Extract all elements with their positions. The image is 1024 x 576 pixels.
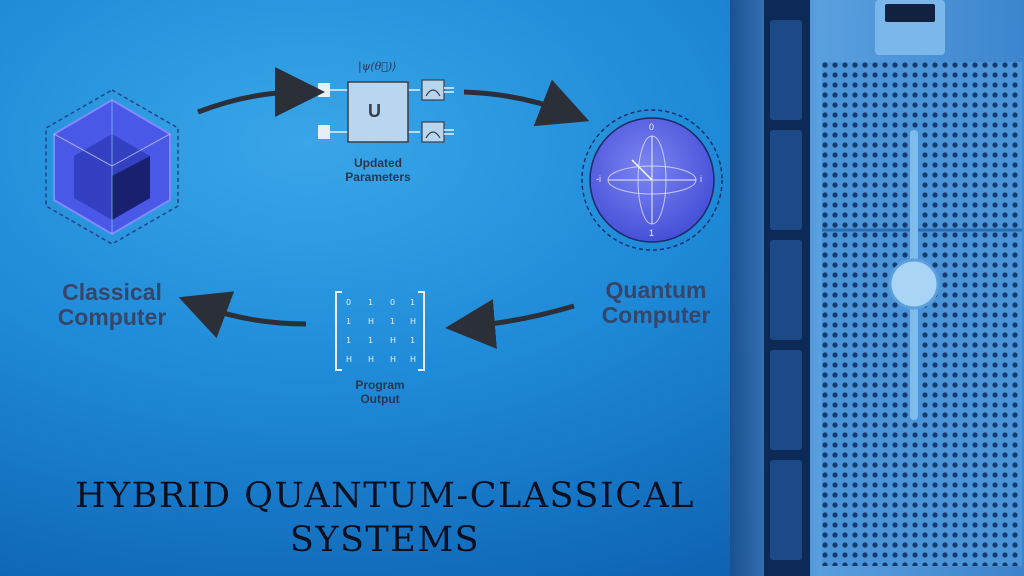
svg-text:H: H <box>410 355 416 364</box>
updated-parameters-label: Updated Parameters <box>318 156 438 184</box>
svg-text:1: 1 <box>368 298 373 307</box>
arrow-circuit-to-quantum <box>463 79 590 127</box>
svg-text:H: H <box>390 355 396 364</box>
svg-text:1: 1 <box>410 298 415 307</box>
quantum-computer-icon <box>581 109 723 251</box>
classical-computer-label: Classical Computer <box>22 280 202 330</box>
svg-text:H: H <box>390 336 396 345</box>
svg-text:H: H <box>410 317 416 326</box>
svg-text:1: 1 <box>410 336 415 345</box>
svg-text:1: 1 <box>390 317 395 326</box>
circuit-state-label: |ψ(θ⃗)⟩ <box>358 60 397 73</box>
arrow-classical-to-circuit <box>197 67 325 118</box>
program-output-label-line2: Output <box>360 392 400 406</box>
program-output-label-line1: Program <box>355 378 405 392</box>
quantum-computer-label-line1: Quantum <box>605 277 707 303</box>
unitary-gate-label: U <box>368 101 381 121</box>
bloch-label-left: -i <box>596 174 601 184</box>
svg-text:H: H <box>346 355 352 364</box>
arrow-output-to-classical <box>178 291 307 339</box>
classical-computer-label-line1: Classical <box>62 279 162 305</box>
parameterized-circuit-icon <box>318 79 454 143</box>
page-title: HYBRID QUANTUM-CLASSICAL SYSTEMS <box>0 474 770 562</box>
quantum-computer-label: Quantum Computer <box>566 278 746 328</box>
svg-text:1: 1 <box>346 317 351 326</box>
classical-computer-label-line2: Computer <box>57 304 167 330</box>
bloch-label-right: i <box>700 174 702 184</box>
svg-text:H: H <box>368 355 374 364</box>
svg-text:1: 1 <box>368 336 373 345</box>
page-title-line1: HYBRID QUANTUM-CLASSICAL <box>75 476 695 516</box>
updated-parameters-label-line2: Parameters <box>345 170 411 184</box>
svg-text:H: H <box>368 317 374 326</box>
classical-computer-icon <box>45 89 179 245</box>
server-hardware-image <box>730 0 1024 576</box>
bloch-label-top: 0 <box>649 122 655 132</box>
program-output-label: Program Output <box>320 378 440 406</box>
page-title-line2: SYSTEMS <box>289 520 481 560</box>
quantum-computer-label-line2: Computer <box>601 302 711 328</box>
updated-parameters-label-line1: Updated <box>354 156 402 170</box>
bloch-label-bottom: 1 <box>649 228 655 238</box>
arrow-quantum-to-output <box>445 299 575 349</box>
svg-text:1: 1 <box>346 336 351 345</box>
svg-text:0: 0 <box>346 298 351 307</box>
svg-text:0: 0 <box>390 298 395 307</box>
